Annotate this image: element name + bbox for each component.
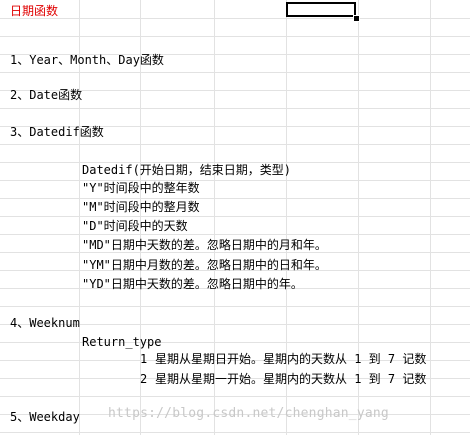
row-divider [0, 342, 470, 343]
return-type-1-text[interactable]: 星期从星期日开始。星期内的天数从 1 到 7 记数 [155, 352, 427, 366]
row-divider [0, 360, 470, 361]
row-divider [0, 162, 470, 163]
column-divider [430, 0, 431, 435]
row-divider [0, 288, 470, 289]
row-divider [0, 36, 470, 37]
row-divider [0, 378, 470, 379]
datedif-type-yd[interactable]: "YD"日期中天数的差。忽略日期中的年。 [82, 277, 303, 291]
row-divider [0, 108, 470, 109]
datedif-type-y[interactable]: "Y"时间段中的整年数 [82, 181, 200, 195]
row-divider [0, 414, 470, 415]
column-divider [140, 0, 141, 435]
datedif-syntax[interactable]: Datedif(开始日期，结束日期，类型) [82, 163, 292, 177]
datedif-type-md[interactable]: "MD"日期中天数的差。忽略日期中的月和年。 [82, 238, 327, 252]
row-divider [0, 270, 470, 271]
column-divider [286, 0, 287, 435]
row-divider [0, 396, 470, 397]
row-divider [0, 72, 470, 73]
row-divider [0, 126, 470, 127]
selected-cell[interactable] [286, 2, 356, 17]
row-divider [0, 198, 470, 199]
fill-handle[interactable] [353, 15, 360, 22]
section-weekday[interactable]: 5、Weekday [10, 410, 80, 424]
section-datedif[interactable]: 3、Datedif函数 [10, 125, 104, 139]
row-divider [0, 324, 470, 325]
datedif-type-ym[interactable]: "YM"日期中月数的差。忽略日期中的日和年。 [82, 258, 327, 272]
row-divider [0, 432, 470, 433]
column-divider [358, 0, 359, 435]
column-divider [214, 0, 215, 435]
row-divider [0, 180, 470, 181]
watermark: https://blog.csdn.net/chenghan_yang [108, 406, 389, 421]
row-divider [0, 306, 470, 307]
row-divider [0, 216, 470, 217]
column-divider [79, 0, 80, 435]
row-divider [0, 54, 470, 55]
row-divider [0, 144, 470, 145]
return-type-1-number[interactable]: 1 [140, 352, 148, 366]
section-date[interactable]: 2、Date函数 [10, 88, 83, 102]
row-divider [0, 18, 470, 19]
sheet-title[interactable]: 日期函数 [10, 4, 59, 18]
return-type-2-text[interactable]: 星期从星期一开始。星期内的天数从 1 到 7 记数 [155, 372, 427, 386]
row-divider [0, 234, 470, 235]
return-type-label[interactable]: Return_type [82, 335, 162, 349]
return-type-2-number[interactable]: 2 [140, 372, 148, 386]
row-divider [0, 252, 470, 253]
section-year-month-day[interactable]: 1、Year、Month、Day函数 [10, 53, 164, 67]
datedif-type-m[interactable]: "M"时间段中的整月数 [82, 200, 200, 214]
datedif-type-d[interactable]: "D"时间段中的天数 [82, 219, 188, 233]
section-weeknum[interactable]: 4、Weeknum [10, 316, 80, 330]
row-divider [0, 90, 470, 91]
